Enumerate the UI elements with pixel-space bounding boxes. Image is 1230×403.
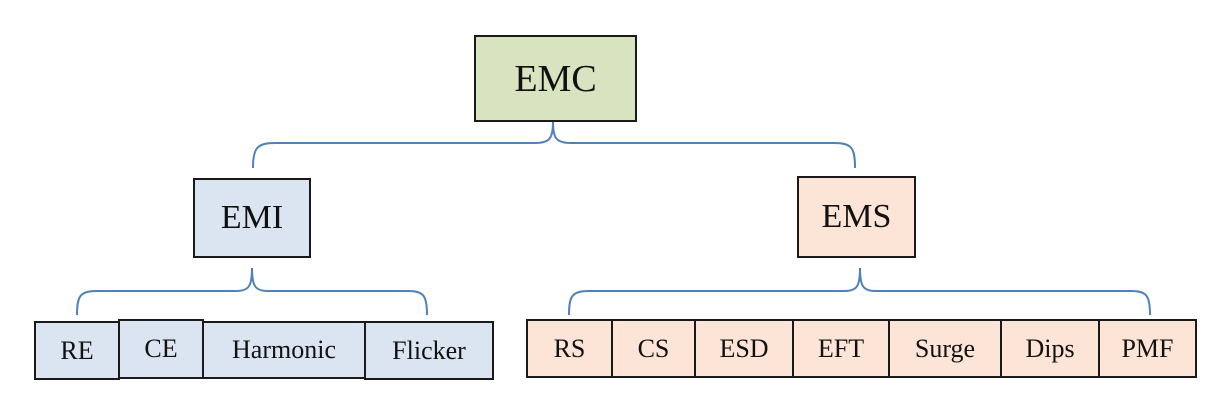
leaf-label: CS <box>637 333 670 363</box>
leaf-label: CE <box>144 334 178 363</box>
emi-leaf-harmonic: Harmonic <box>202 321 366 379</box>
ems-leaf-pmf: PMF <box>1098 319 1197 378</box>
ems-leaf-rs: RS <box>526 319 613 378</box>
ems-leaf-surge: Surge <box>888 319 1002 378</box>
ems-brace <box>568 267 1151 316</box>
leaf-label: RE <box>60 335 94 365</box>
ems-label: EMS <box>821 198 892 235</box>
emc-node: EMC <box>474 35 637 122</box>
emi-node: EMI <box>193 178 311 258</box>
emc-label: EMC <box>514 57 597 100</box>
leaf-label: Harmonic <box>232 335 336 364</box>
emi-leaf-ce: CE <box>118 319 204 379</box>
ems-leaf-eft: EFT <box>792 319 890 378</box>
leaf-label: Flicker <box>392 335 466 365</box>
leaf-label: Dips <box>1025 333 1075 363</box>
emi-brace <box>76 267 428 316</box>
leaf-label: EFT <box>817 333 865 363</box>
leaf-label: ESD <box>719 333 769 363</box>
ems-node: EMS <box>797 176 916 258</box>
ems-leaf-esd: ESD <box>694 319 794 378</box>
emc-brace <box>252 121 856 169</box>
ems-leaf-cs: CS <box>611 319 696 378</box>
leaf-label: PMF <box>1121 333 1174 363</box>
leaf-label: Surge <box>914 333 976 363</box>
emi-leaf-flicker: Flicker <box>364 321 494 380</box>
ems-leaf-dips: Dips <box>1000 319 1100 378</box>
emi-label: EMI <box>220 199 284 236</box>
leaf-label: RS <box>553 333 586 363</box>
emi-leaf-re: RE <box>34 321 120 380</box>
